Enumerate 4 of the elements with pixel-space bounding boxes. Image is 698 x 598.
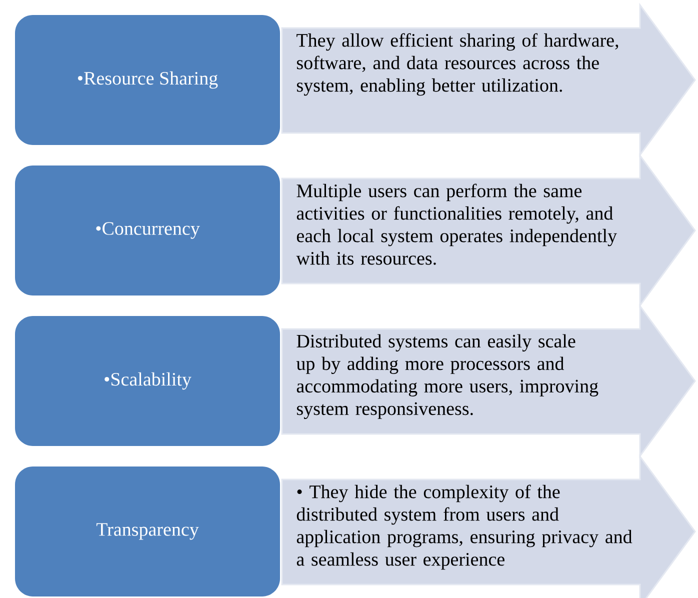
rounded-box: •Resource Sharing	[15, 15, 280, 145]
rounded-box: •Concurrency	[15, 166, 280, 296]
rounded-box: •Scalability	[15, 316, 280, 446]
rounded-box: Transparency	[15, 466, 280, 596]
